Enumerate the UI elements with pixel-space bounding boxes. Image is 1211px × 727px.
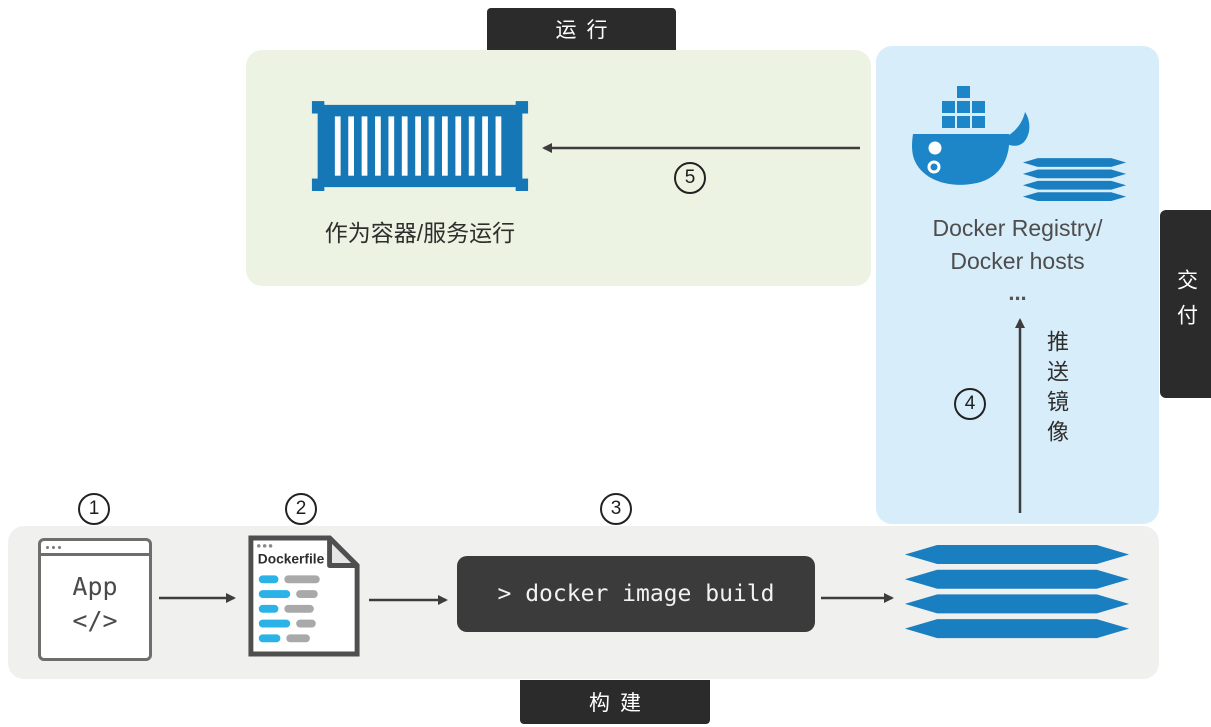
deliver-badge: 交付 [1160, 210, 1211, 398]
dockerfile-icon: Dockerfile [248, 535, 360, 657]
terminal-command: > docker image build [497, 581, 775, 607]
app-window-icon: App </> [38, 538, 152, 661]
registry-layers-icon [1022, 158, 1127, 201]
shipping-container-icon [311, 101, 529, 191]
app-window-titlebar [41, 541, 149, 556]
run-caption: 作为容器/服务运行 [324, 220, 516, 246]
registry-title-line1: Docker Registry/ [932, 215, 1103, 241]
app-label: App [72, 572, 118, 601]
docker-build-terminal: > docker image build [457, 556, 815, 632]
docker-whale-icon [912, 86, 1030, 185]
push-image-label: 推送镜像 [1044, 330, 1069, 450]
titlebar-dot [46, 545, 49, 549]
step-badge-1: 1 [78, 493, 110, 525]
registry-ellipsis: ... [1008, 280, 1027, 305]
titlebar-dot [52, 545, 55, 549]
app-code-label: </> [72, 606, 118, 635]
app-window-body: App </> [41, 556, 149, 652]
image-layers-icon [904, 545, 1130, 639]
run-badge: 运行 [487, 8, 676, 50]
dockerfile-title: Dockerfile [258, 552, 325, 567]
registry-title: Docker Registry/ Docker hosts [876, 212, 1159, 278]
titlebar-dot [58, 545, 61, 549]
registry-title-line2: Docker hosts [950, 248, 1085, 274]
registry-panel [876, 46, 1159, 524]
step-badge-4: 4 [954, 388, 986, 420]
step-badge-2: 2 [285, 493, 317, 525]
step-badge-5: 5 [674, 162, 706, 194]
step-badge-3: 3 [600, 493, 632, 525]
build-badge: 构建 [520, 680, 710, 724]
